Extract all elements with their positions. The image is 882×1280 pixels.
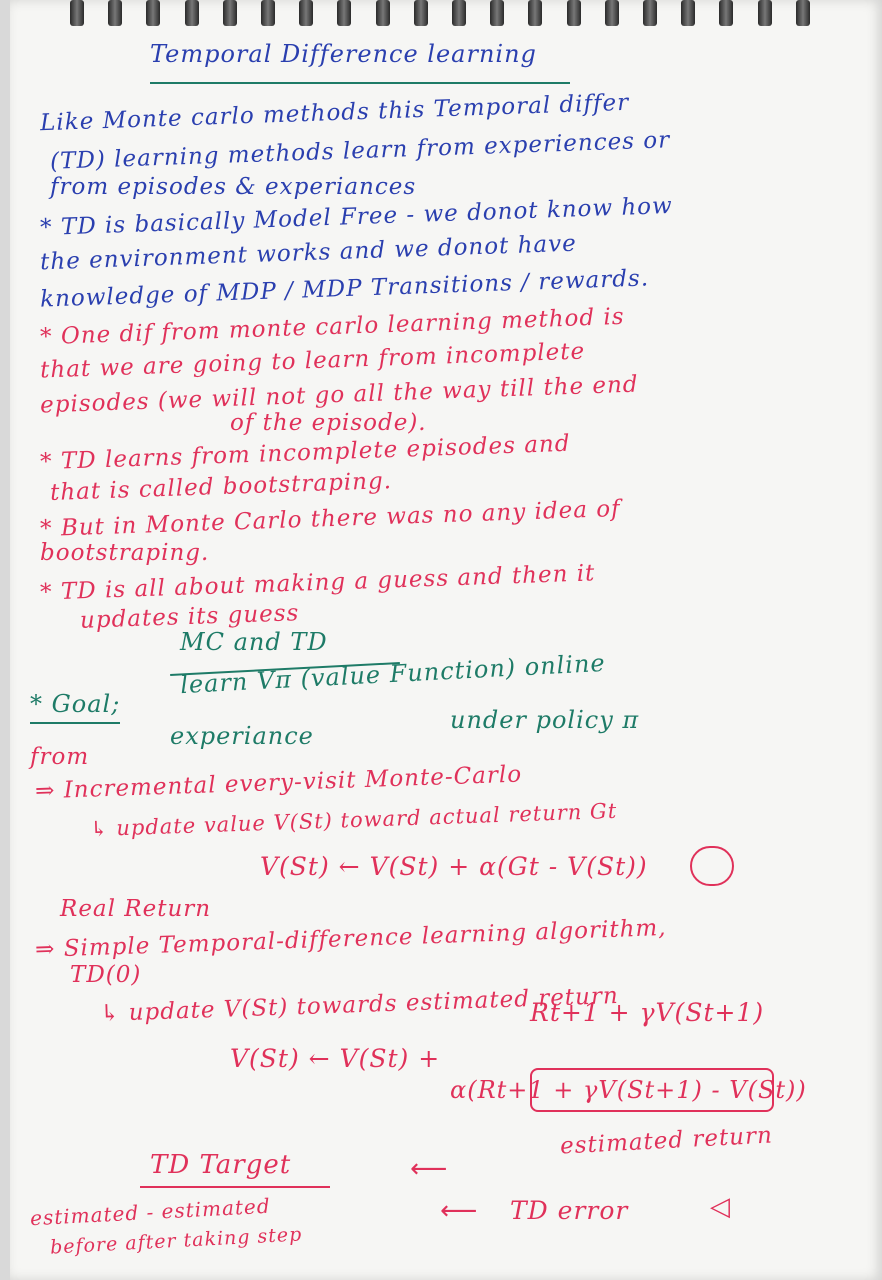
section-heading: MC and TD — [180, 628, 328, 656]
equation-td-lhs: V(St) ← V(St) + — [230, 1044, 441, 1073]
note-line: Real Return — [60, 896, 212, 922]
goal-underline — [30, 722, 120, 724]
notebook-page: Temporal Difference learning Like Monte … — [10, 0, 882, 1280]
note-line: learn Vπ (value Function) online — [179, 648, 607, 700]
note-line: before after taking step — [49, 1223, 303, 1259]
note-line: Like Monte carlo methods this Temporal d… — [39, 89, 630, 137]
note-line: experiance — [170, 722, 314, 750]
note-line: TD(0) — [70, 962, 142, 988]
note-line: from — [30, 744, 90, 770]
title-underline — [150, 82, 570, 84]
goal-label: * Goal; — [30, 690, 121, 718]
note-line: of the episode). — [230, 410, 427, 436]
equation-mc: V(St) ← V(St) + α(Gt - V(St)) — [260, 852, 648, 881]
td-target-bracket — [530, 1068, 774, 1112]
note-line: * TD learns from incomplete episodes and — [39, 430, 571, 476]
left-arrow-icon: ⟵ — [440, 1196, 478, 1226]
left-arrow-icon: ◁ — [710, 1192, 730, 1222]
page-title: Temporal Difference learning — [150, 40, 537, 68]
td-target-underline — [140, 1186, 330, 1188]
note-line: ⇒ Incremental every-visit Monte-Carlo — [34, 761, 523, 805]
td-error-label: TD error — [510, 1196, 629, 1225]
note-line: from episodes & experiances — [50, 174, 417, 200]
equation-td-rhs: α(Rt+1 + γV(St+1) - V(St)) — [450, 1076, 807, 1104]
note-line: * TD is all about making a guess and the… — [39, 560, 596, 606]
gt-circle — [690, 846, 734, 886]
td-target-label: TD Target — [150, 1150, 292, 1180]
note-line: bootstraping. — [40, 540, 210, 566]
note-line: estimated - estimated — [29, 1193, 272, 1231]
note-line: ⇒ Simple Temporal-difference learning al… — [34, 914, 667, 964]
note-line: under policy π — [450, 706, 640, 734]
note-line: estimated return — [559, 1122, 774, 1160]
note-line: that is called bootstraping. — [49, 468, 393, 506]
left-arrow-icon: ⟵ — [410, 1154, 448, 1184]
note-line: (TD) learning methods learn from experie… — [49, 127, 671, 175]
note-line: ↳ update value V(St) toward actual retur… — [89, 798, 618, 842]
spiral-binding — [70, 0, 810, 26]
equation-td-target: Rt+1 + γV(St+1) — [530, 998, 765, 1027]
note-line: * TD is basically Model Free - we donot … — [39, 192, 674, 242]
